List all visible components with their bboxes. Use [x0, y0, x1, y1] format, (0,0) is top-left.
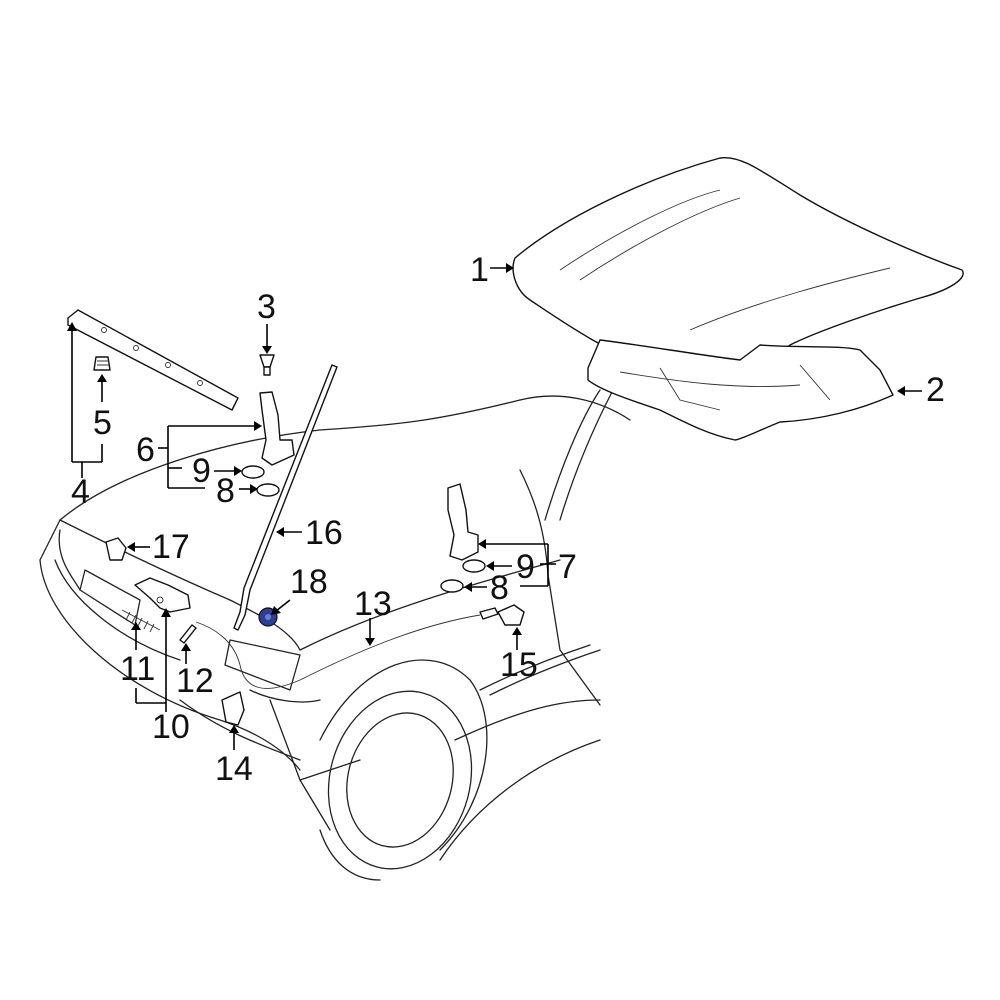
seal-clip [93, 356, 111, 371]
callout-3: 3 [257, 288, 276, 326]
callout-7: 7 [558, 548, 577, 586]
hood-hinge-left [259, 391, 295, 466]
callout-4: 4 [71, 473, 90, 511]
washer-8-right [440, 579, 464, 593]
leader-lines [67, 263, 922, 750]
cable-clip [497, 604, 525, 626]
callout-8-right: 8 [490, 569, 509, 607]
callout-2: 2 [926, 371, 945, 409]
callout-13: 13 [354, 585, 392, 623]
hood-insulator [587, 339, 894, 441]
callout-10: 10 [152, 708, 190, 746]
callout-18: 18 [290, 563, 328, 601]
callout-14: 14 [215, 750, 253, 788]
hinge-bolt [259, 354, 275, 376]
callout-16: 16 [305, 514, 343, 552]
hood-seal-strip [67, 309, 239, 411]
callout-5: 5 [93, 404, 112, 442]
callout-17: 17 [152, 528, 190, 566]
washer-9-right [462, 559, 486, 573]
callout-8-left: 8 [216, 472, 235, 510]
callout-labels: 1 2 3 4 5 6 9 8 16 17 18 9 7 8 13 15 11 … [71, 251, 945, 788]
release-cable [195, 607, 499, 689]
hood-lock-assembly [134, 577, 191, 613]
lock-spring [121, 609, 161, 633]
washer-8-left [256, 483, 280, 497]
washer-9-left [241, 465, 265, 479]
callout-12: 12 [176, 662, 214, 700]
hood-support-rod [233, 364, 338, 631]
hood-bumper-stop [105, 537, 127, 561]
lock-bracket [221, 691, 245, 726]
lock-bolt [179, 624, 197, 644]
hood-hinge-right [447, 483, 479, 561]
callout-11: 11 [120, 650, 155, 688]
callout-6: 6 [136, 431, 155, 469]
callout-9-left: 9 [192, 452, 211, 490]
callout-1: 1 [470, 251, 489, 289]
callout-9-right: 9 [516, 548, 535, 586]
vehicle-body-outline [39, 389, 631, 881]
callout-15: 15 [500, 646, 538, 684]
